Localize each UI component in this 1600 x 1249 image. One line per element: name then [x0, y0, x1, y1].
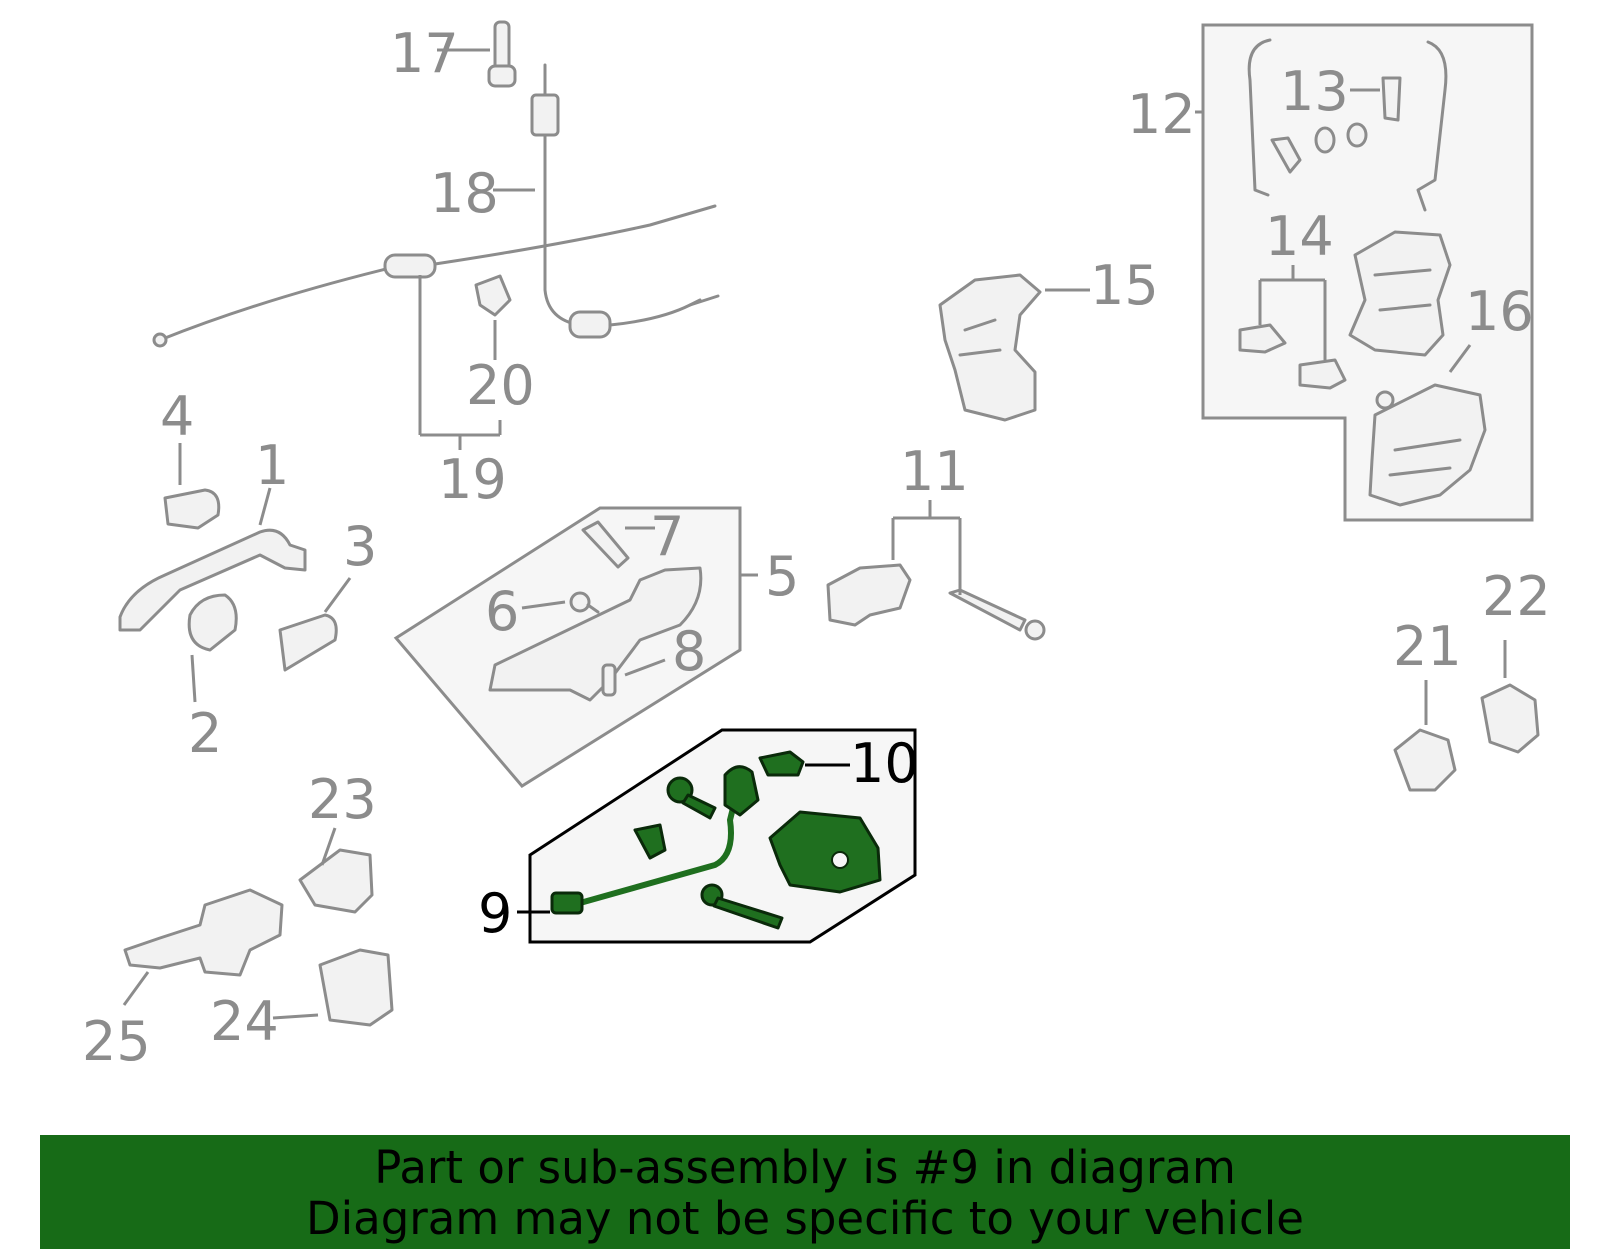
part-9-assembly: [550, 765, 882, 930]
callout-17: 17: [390, 22, 459, 85]
leader-3: [323, 577, 352, 613]
part-22-cover: [1480, 683, 1540, 754]
part-13-bits: [1270, 76, 1402, 174]
part-1-outer-handle: [118, 528, 307, 632]
part-2-escutcheon: [187, 593, 238, 652]
part-10-clip: [758, 750, 805, 777]
part-12-latch-assy: [1348, 230, 1452, 357]
part-3-pad: [278, 613, 338, 672]
part-11-bolt: [948, 588, 1046, 641]
part-23-hinge-bracket: [298, 848, 374, 914]
leader-23: [320, 827, 337, 866]
part-6-screw: [569, 591, 600, 614]
callout-10: 10: [850, 732, 919, 795]
callout-24: 24: [210, 990, 279, 1053]
leader-11: [891, 500, 962, 595]
callout-23: 23: [308, 768, 377, 831]
leader-16: [1448, 344, 1472, 373]
leader-14: [1258, 265, 1327, 360]
leader-1: [258, 487, 272, 526]
callout-7: 7: [650, 505, 684, 568]
callout-9: 9: [478, 882, 512, 945]
callout-21: 21: [1393, 615, 1462, 678]
callout-12: 12: [1127, 83, 1196, 146]
part-12-rods: [1247, 38, 1448, 212]
callout-13: 13: [1280, 60, 1349, 123]
callout-1: 1: [255, 434, 289, 497]
part-11-lock-cylinder: [826, 563, 912, 627]
info-banner: Part or sub-assembly is #9 in diagram Di…: [40, 1135, 1570, 1249]
banner-line-1: Part or sub-assembly is #9 in diagram: [374, 1141, 1236, 1194]
banner-line-2: Diagram may not be specific to your vehi…: [306, 1192, 1304, 1245]
callout-2: 2: [188, 702, 222, 765]
callout-18: 18: [430, 162, 499, 225]
part-21-striker: [1393, 728, 1457, 792]
part-19-cable: [152, 204, 717, 348]
callout-20: 20: [466, 354, 535, 417]
leader-24: [272, 1013, 319, 1020]
part-20-clip: [474, 274, 512, 317]
callout-19: 19: [438, 448, 507, 511]
parts-diagram: 17 18 19 20 4 1 2 3 7 6 8 5: [82, 20, 1551, 1073]
callout-4: 4: [160, 385, 194, 448]
leader-8: [624, 658, 666, 677]
part-24-hinge: [318, 948, 394, 1027]
callout-15: 15: [1090, 254, 1159, 317]
part-14-switches: [1238, 323, 1347, 390]
callout-22: 22: [1482, 565, 1551, 628]
part-25-checker: [123, 888, 284, 977]
callout-11: 11: [900, 440, 969, 503]
callout-3: 3: [343, 515, 377, 578]
part-18-cable: [530, 63, 720, 339]
callout-14: 14: [1265, 205, 1334, 268]
part-7-bolt: [581, 520, 630, 569]
leader-25: [122, 971, 150, 1006]
leader-19: [418, 275, 502, 450]
leader-2: [190, 654, 197, 703]
callout-5: 5: [765, 545, 799, 608]
part-8-pin: [601, 663, 617, 697]
part-15-latch: [938, 273, 1042, 422]
part-4-cap: [163, 488, 221, 530]
part-5-frame: [488, 566, 703, 702]
part-17-bolt: [487, 20, 517, 88]
leader-6: [521, 600, 566, 610]
callout-16: 16: [1465, 280, 1534, 343]
part-16-actuator: [1368, 383, 1487, 507]
callout-8: 8: [672, 620, 706, 683]
callout-6: 6: [485, 580, 519, 643]
callout-25: 25: [82, 1010, 151, 1073]
